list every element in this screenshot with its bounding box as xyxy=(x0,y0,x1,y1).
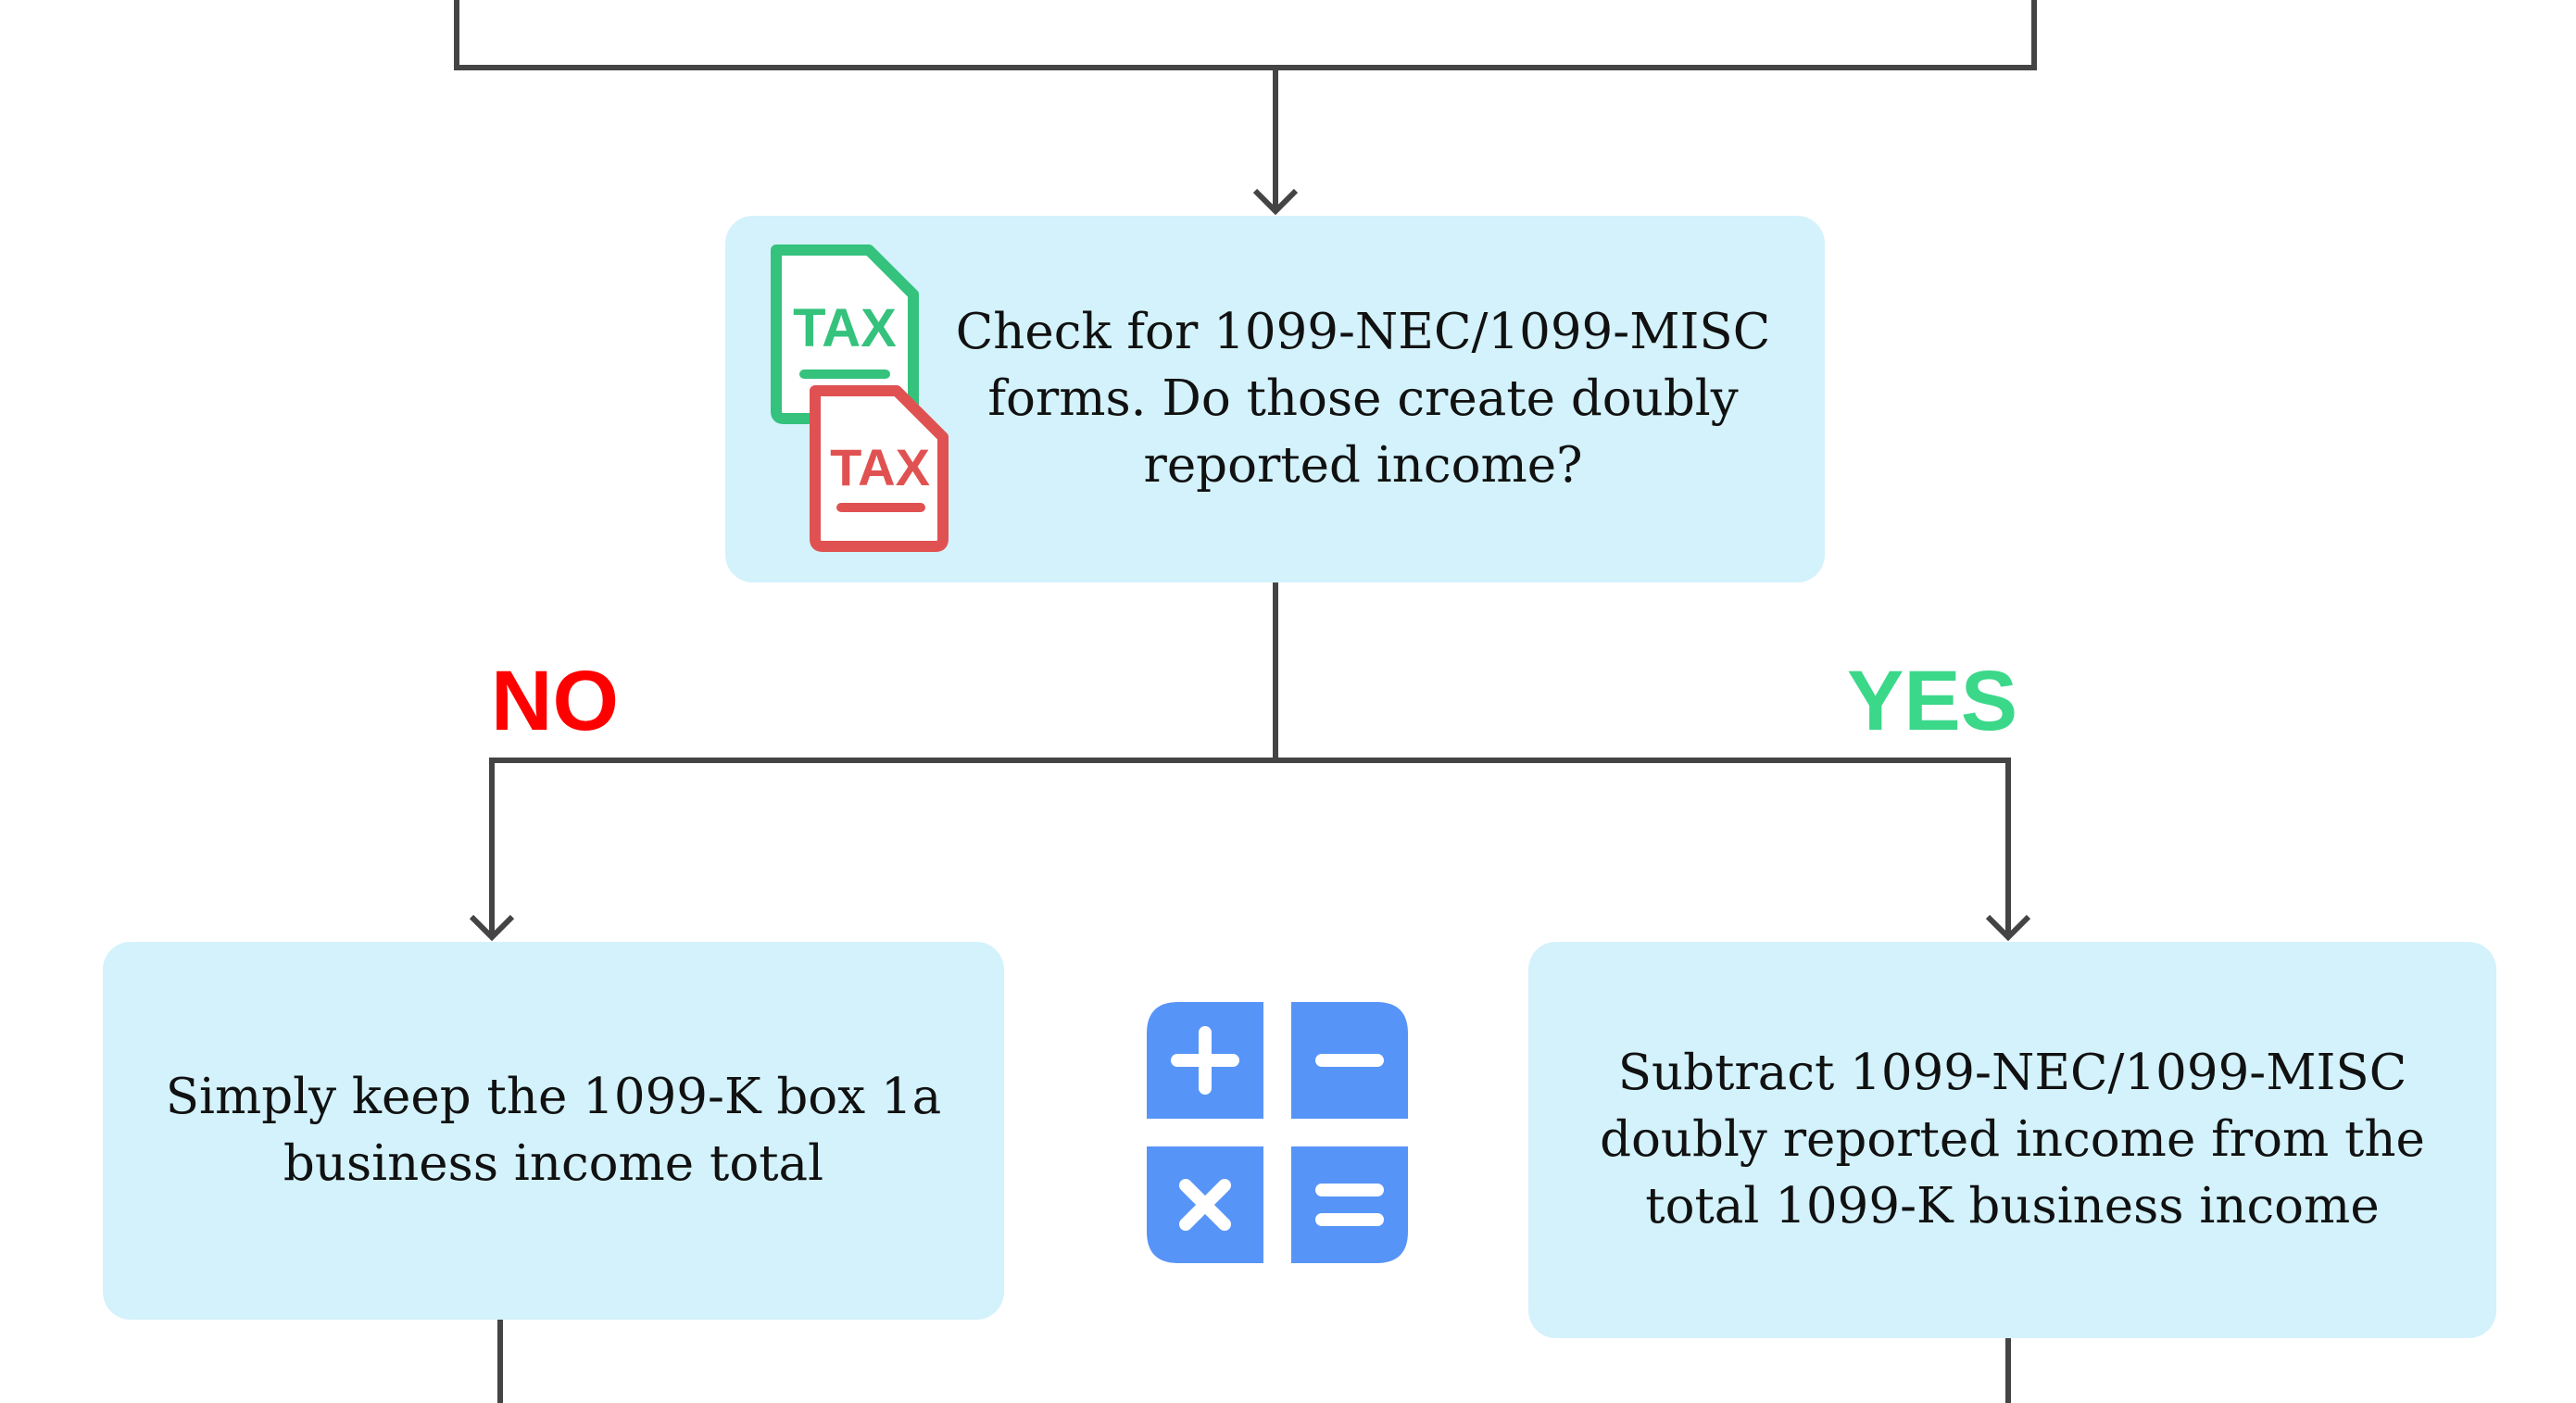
branch-split-connector xyxy=(489,758,2011,934)
yes-branch-text: Subtract 1099-NEC/1099-MISC doubly repor… xyxy=(1600,1045,2425,1234)
tax-documents-icon: TAX TAX xyxy=(771,244,949,552)
decision-text: Check for 1099-NEC/1099-MISC forms. Do t… xyxy=(955,304,1771,494)
no-branch-arrowhead xyxy=(469,914,515,942)
no-branch-box: Simply keep the 1099-K box 1a business i… xyxy=(103,942,1004,1320)
red-tax-document-icon: TAX xyxy=(810,385,949,552)
decision-in-arrowhead xyxy=(1252,188,1299,216)
yes-branch-arrowhead xyxy=(1985,914,2031,942)
top-merge-connector xyxy=(454,0,2037,70)
no-branch-label: NO xyxy=(491,654,619,748)
calculator-icon xyxy=(1147,1002,1408,1263)
green-tax-label: TAX xyxy=(793,298,897,358)
yes-branch-box: Subtract 1099-NEC/1099-MISC doubly repor… xyxy=(1528,942,2496,1338)
no-branch-text: Simply keep the 1099-K box 1a business i… xyxy=(165,1069,942,1192)
red-tax-label: TAX xyxy=(830,438,930,496)
yes-branch-label: YES xyxy=(1847,654,2018,748)
